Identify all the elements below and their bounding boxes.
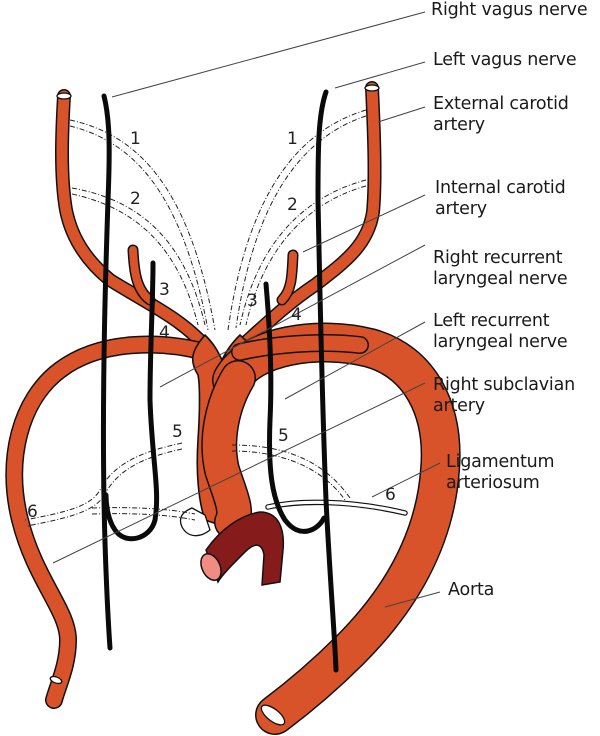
label-right-vagus-nerve: Right vagus nerve — [431, 0, 588, 20]
arteries — [5, 81, 461, 735]
regressed-arches — [24, 109, 367, 527]
arch-number-right-3: 3 — [247, 291, 258, 311]
cut-end-bottom-left — [49, 675, 63, 685]
label-external-carotid-artery: External carotid artery — [433, 94, 569, 135]
leader-lines — [52, 11, 441, 608]
right-recurrent-laryngeal-nerve-path — [103, 260, 160, 542]
nerves — [100, 89, 339, 673]
cut-end-aorta — [260, 704, 286, 726]
right-vagus-nerve-path — [100, 93, 113, 651]
arch-number-right-1: 1 — [287, 129, 298, 149]
arch-number-left-6: 6 — [27, 502, 38, 522]
arch-number-right-6: 6 — [385, 485, 396, 505]
label-left-vagus-nerve: Left vagus nerve — [433, 50, 577, 70]
label-ligamentum-arteriosum: Ligamentum arteriosum — [446, 452, 555, 493]
arch-number-right-4: 4 — [291, 305, 302, 325]
cut-end-top-left — [56, 92, 72, 100]
label-internal-carotid-artery: Internal carotid artery — [435, 178, 566, 219]
label-right-subclavian-artery: Right subclavian artery — [433, 375, 576, 416]
arch-number-left-1: 1 — [130, 129, 141, 149]
arch-number-right-5: 5 — [278, 426, 289, 446]
arch-number-right-2: 2 — [287, 195, 298, 215]
label-aorta: Aorta — [448, 580, 495, 600]
arch-number-left-4: 4 — [159, 323, 170, 343]
left-vagus-nerve-path — [315, 89, 339, 673]
cut-end-top-right — [364, 84, 380, 92]
arch-number-left-5: 5 — [172, 422, 183, 442]
arch-number-left-3: 3 — [159, 280, 170, 300]
left-recurrent-laryngeal-nerve-path — [263, 281, 327, 534]
arch-number-left-2: 2 — [130, 189, 141, 209]
pulmonary-trunk — [179, 507, 285, 586]
arch-numbers: 1 2 3 4 5 6 1 2 3 4 5 6 — [27, 129, 396, 522]
label-right-recurrent-laryngeal-nerve: Right recurrent laryngeal nerve — [433, 248, 568, 289]
label-left-recurrent-laryngeal-nerve: Left recurrent laryngeal nerve — [433, 311, 568, 352]
